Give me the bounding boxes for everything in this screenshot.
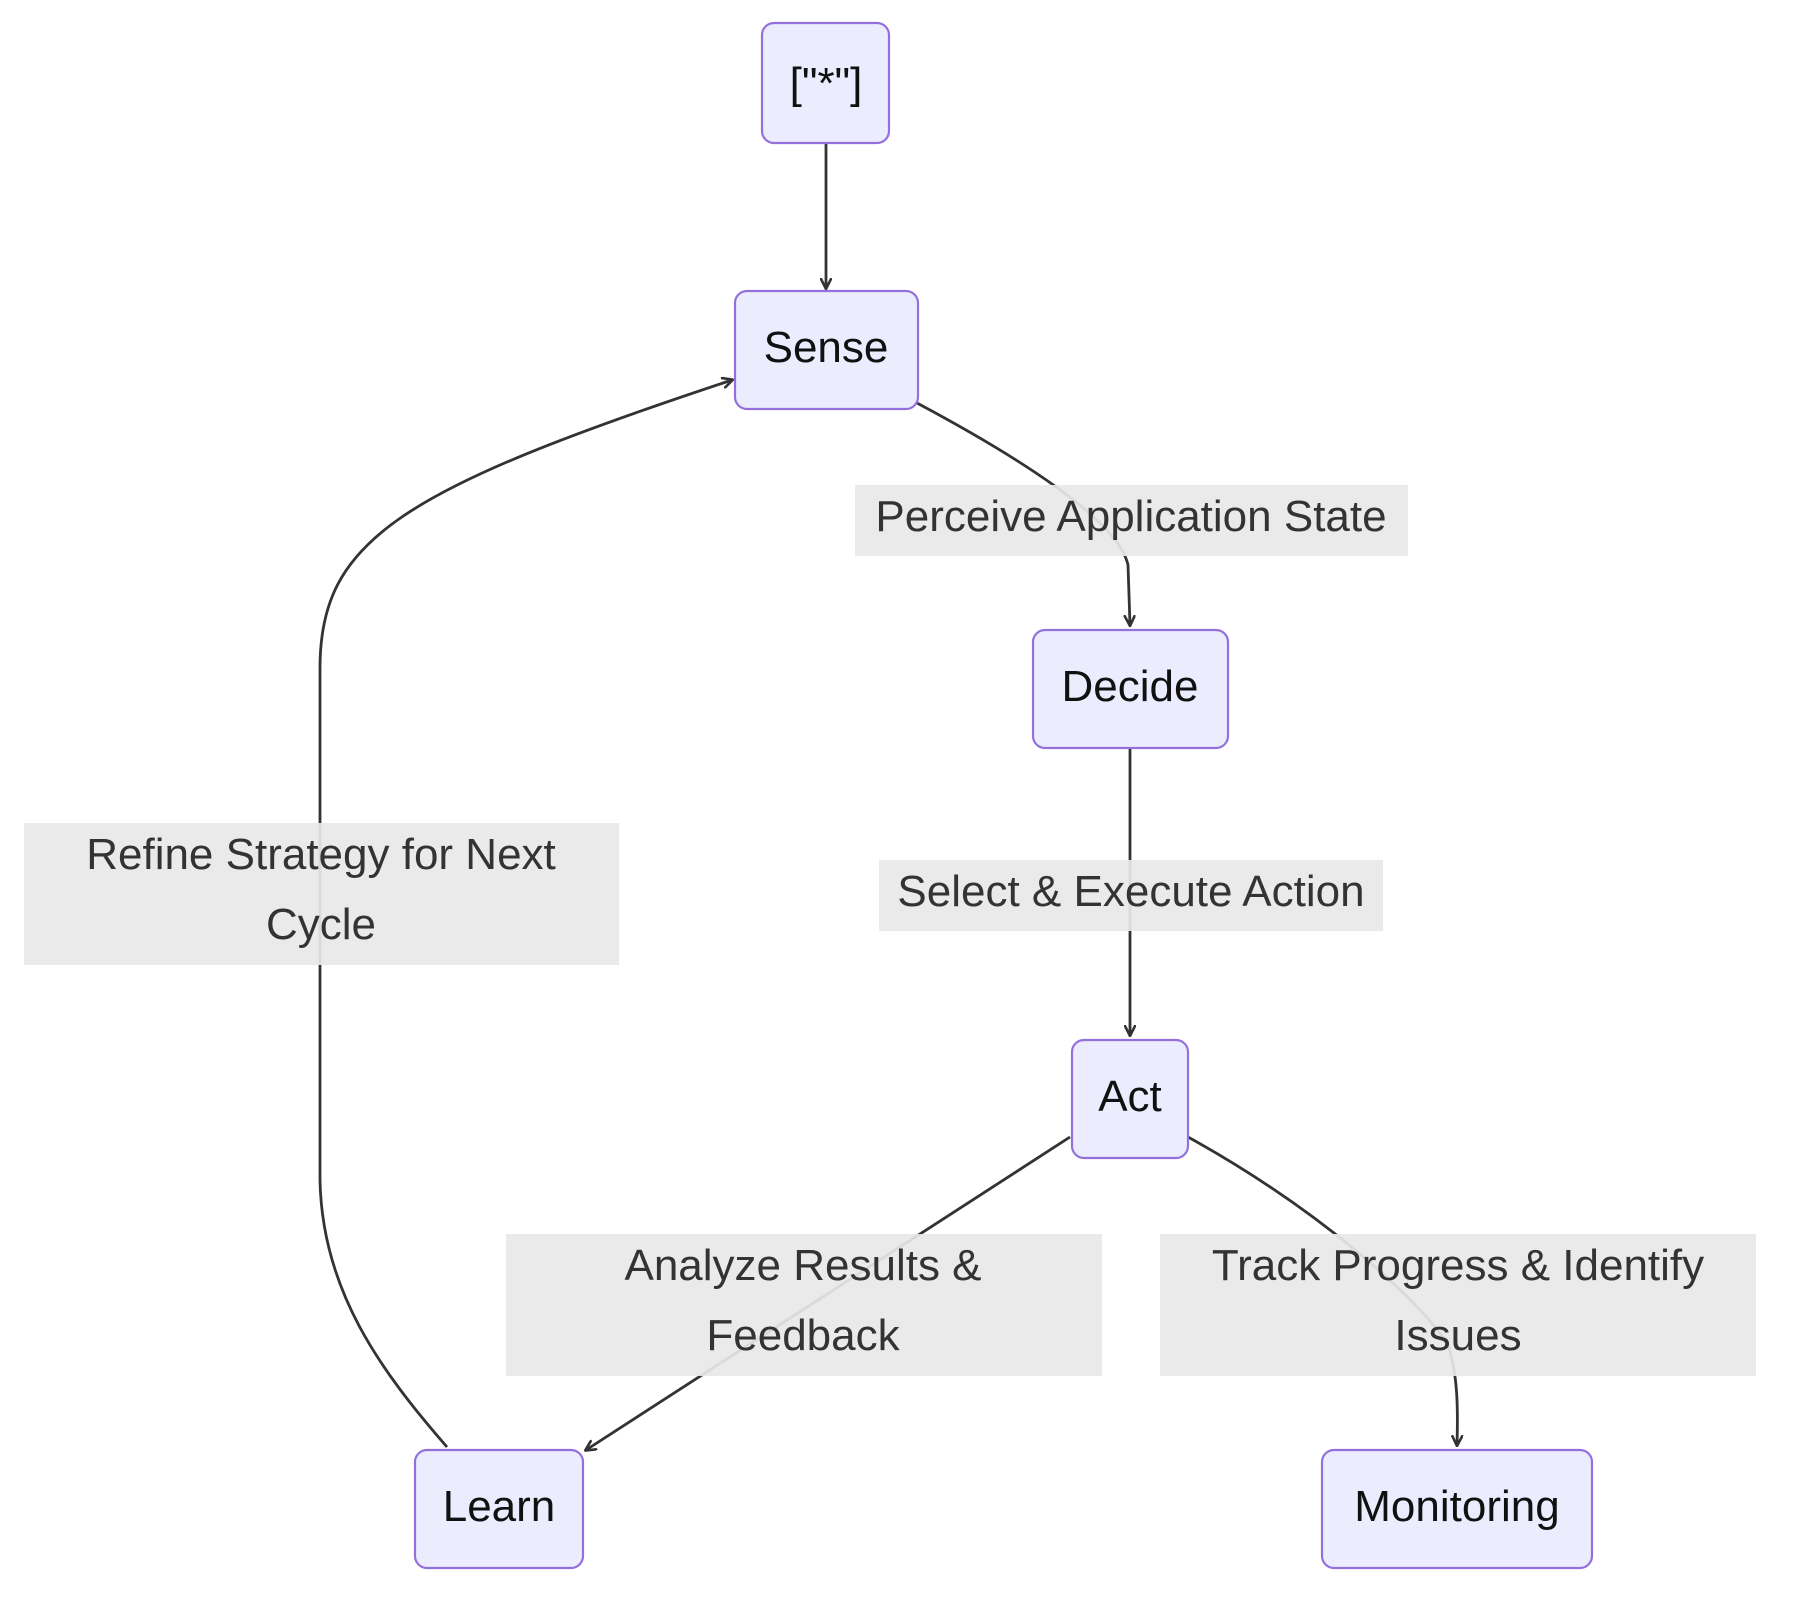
label-select-execute-action: Select & Execute Action — [897, 867, 1364, 916]
node-act-label: Act — [1098, 1072, 1162, 1121]
node-decide: Decide — [1031, 628, 1230, 750]
edge-label-learn-to-sense: Refine Strategy for Next Cycle — [24, 823, 619, 965]
node-act: Act — [1070, 1038, 1190, 1160]
label-refine-strategy-line2: Cycle — [266, 900, 376, 949]
node-decide-label: Decide — [1062, 662, 1199, 711]
label-refine-strategy-line1: Refine Strategy for Next — [86, 830, 556, 879]
label-track-progress-line1: Track Progress & Identify — [1212, 1241, 1704, 1290]
node-start: ["*"] — [760, 21, 891, 145]
edge-label-sense-to-decide: Perceive Application State — [855, 485, 1408, 556]
node-sense: Sense — [733, 289, 920, 411]
label-analyze-results-line1: Analyze Results & — [624, 1241, 981, 1290]
label-track-progress-line2: Issues — [1394, 1311, 1521, 1360]
node-sense-label: Sense — [764, 323, 889, 372]
label-analyze-results-line2: Feedback — [706, 1311, 900, 1360]
node-learn: Learn — [413, 1448, 585, 1570]
edge-label-act-to-learn: Analyze Results & Feedback — [506, 1234, 1102, 1376]
node-monitoring-label: Monitoring — [1354, 1482, 1559, 1531]
label-perceive-application-state: Perceive Application State — [875, 492, 1386, 541]
edge-learn-to-sense — [318, 380, 732, 1448]
edge-label-decide-to-act: Select & Execute Action — [879, 860, 1383, 931]
node-start-label: ["*"] — [790, 59, 863, 108]
edge-label-act-to-monitoring: Track Progress & Identify Issues — [1160, 1234, 1756, 1376]
node-learn-label: Learn — [443, 1482, 556, 1531]
node-monitoring: Monitoring — [1320, 1448, 1594, 1570]
